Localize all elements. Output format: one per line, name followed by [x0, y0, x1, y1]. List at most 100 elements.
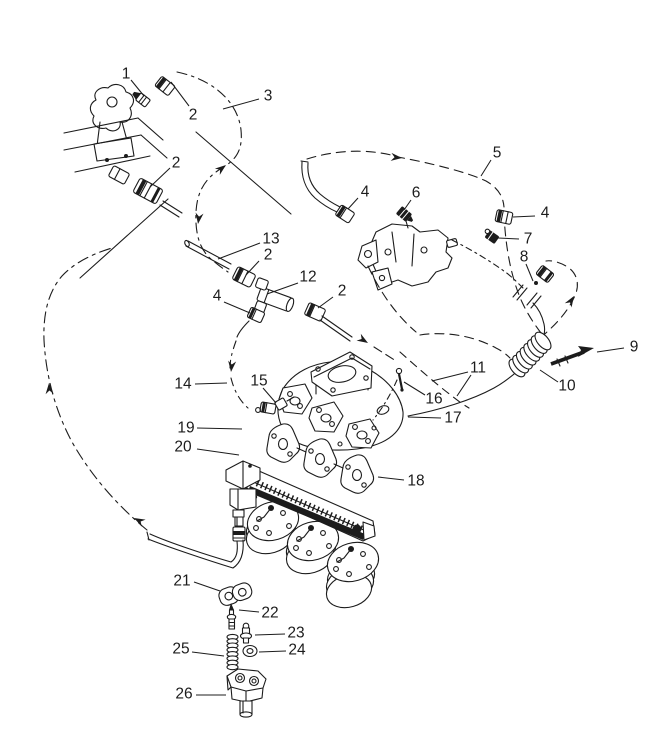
panel-edge-lines: [79, 131, 292, 279]
callout-leader-2: [317, 296, 334, 309]
fitting-2-lower: [108, 165, 183, 218]
fitting-4-tee: [247, 307, 265, 323]
callout-leader-11: [456, 374, 472, 397]
callout-21: 21: [173, 573, 190, 590]
callout-8: 8: [520, 249, 529, 266]
fitting-7: [484, 228, 499, 244]
callout-24: 24: [288, 642, 306, 659]
needle-22: [226, 603, 237, 630]
fitting-6: [396, 206, 414, 222]
callout-26: 26: [175, 686, 192, 703]
callout-leader-11: [431, 371, 469, 382]
callout-leader-3: [222, 98, 260, 110]
callout-1: 1: [122, 66, 131, 83]
callout-leader-13: [217, 242, 261, 260]
callout-leader-2: [149, 167, 171, 188]
callout-5: 5: [493, 145, 502, 162]
callout-leader-14: [194, 382, 228, 385]
left-routing-loop: [43, 247, 148, 531]
callout-leader-20: [196, 448, 240, 456]
hose-5-route: [306, 150, 578, 409]
callout-leader-9: [596, 347, 625, 353]
fitting-1: [132, 91, 151, 108]
callout-leader-6: [403, 199, 412, 211]
hose-4-top: [300, 160, 355, 224]
cylinder-head-1: [245, 500, 300, 555]
fitting-4-right: [494, 209, 514, 225]
callout-leader-12: [266, 282, 299, 295]
callout-4: 4: [541, 205, 550, 222]
callout-2: 2: [172, 155, 181, 172]
callout-leader-4: [512, 215, 536, 218]
cable-tie-9: [550, 346, 594, 367]
clamp-2-top: [154, 76, 176, 96]
callout-leader-19: [196, 427, 243, 430]
callout-leader-1: [130, 79, 145, 97]
callout-23: 23: [287, 625, 304, 642]
nut-24: [242, 644, 258, 658]
callout-leader-4: [347, 197, 359, 210]
callout-leader-24: [258, 650, 287, 653]
callout-13: 13: [262, 231, 279, 248]
callout-2: 2: [189, 107, 198, 124]
hose-3-route: [176, 71, 242, 273]
fitting-8: [512, 265, 555, 309]
callout-leader-2: [245, 260, 260, 276]
callout-17: 17: [444, 410, 461, 427]
callout-12: 12: [299, 269, 316, 286]
valve-23: [239, 622, 253, 644]
callout-leader-4: [223, 301, 251, 314]
callout-4: 4: [361, 184, 370, 201]
callout-leader-10: [539, 369, 559, 383]
callout-leader-18: [377, 476, 405, 481]
pump-body-26: [226, 668, 267, 718]
callout-15: 15: [250, 373, 267, 390]
spring-10: [508, 331, 552, 378]
carb-parts: [218, 582, 267, 718]
oil-rail: [242, 470, 376, 542]
callout-leader-5: [480, 159, 492, 177]
callout-leader-15: [262, 387, 277, 404]
callout-leader-23: [254, 633, 286, 636]
callout-leader-16: [403, 381, 426, 396]
callout-22: 22: [261, 605, 278, 622]
spring-25: [226, 633, 239, 671]
callout-leader-25: [191, 651, 225, 657]
manifold-assembly: [255, 351, 404, 451]
callout-2: 2: [338, 283, 347, 300]
engine-elbow-block: [225, 460, 261, 542]
callout-2: 2: [264, 247, 273, 264]
cylinder-head-3: [325, 541, 380, 609]
fitting-4-hose: [335, 204, 355, 224]
callout-4: 4: [213, 288, 222, 305]
callout-6: 6: [412, 185, 421, 202]
oil-pump-center: [357, 206, 458, 291]
engine-assembly: [146, 460, 380, 609]
callout-14: 14: [174, 376, 192, 393]
cylinder-head-2: [285, 520, 340, 575]
bolt-16: [395, 367, 404, 392]
callout-leader-17: [407, 416, 442, 419]
callout-10: 10: [558, 378, 576, 395]
callout-leader-2: [170, 81, 190, 107]
callout-7: 7: [524, 231, 533, 248]
engine-oil-hose: [146, 531, 244, 569]
callout-leader-8: [525, 263, 534, 282]
tee-assembly: [184, 239, 397, 409]
callout-leader-7: [497, 237, 520, 240]
callout-3: 3: [264, 88, 273, 105]
callout-20: 20: [174, 439, 192, 456]
clamp-2-hose13: [232, 266, 256, 288]
callout-9: 9: [630, 339, 639, 356]
callout-leader-22: [238, 609, 260, 613]
top-left-pump-assembly: [63, 76, 183, 218]
callout-leader-21: [193, 581, 221, 592]
gaskets-18: [266, 423, 375, 494]
callout-25: 25: [172, 641, 189, 658]
callout-18: 18: [407, 473, 424, 490]
callout-11: 11: [470, 360, 486, 377]
callout-16: 16: [425, 391, 442, 408]
clamp-2-tee: [304, 302, 326, 322]
